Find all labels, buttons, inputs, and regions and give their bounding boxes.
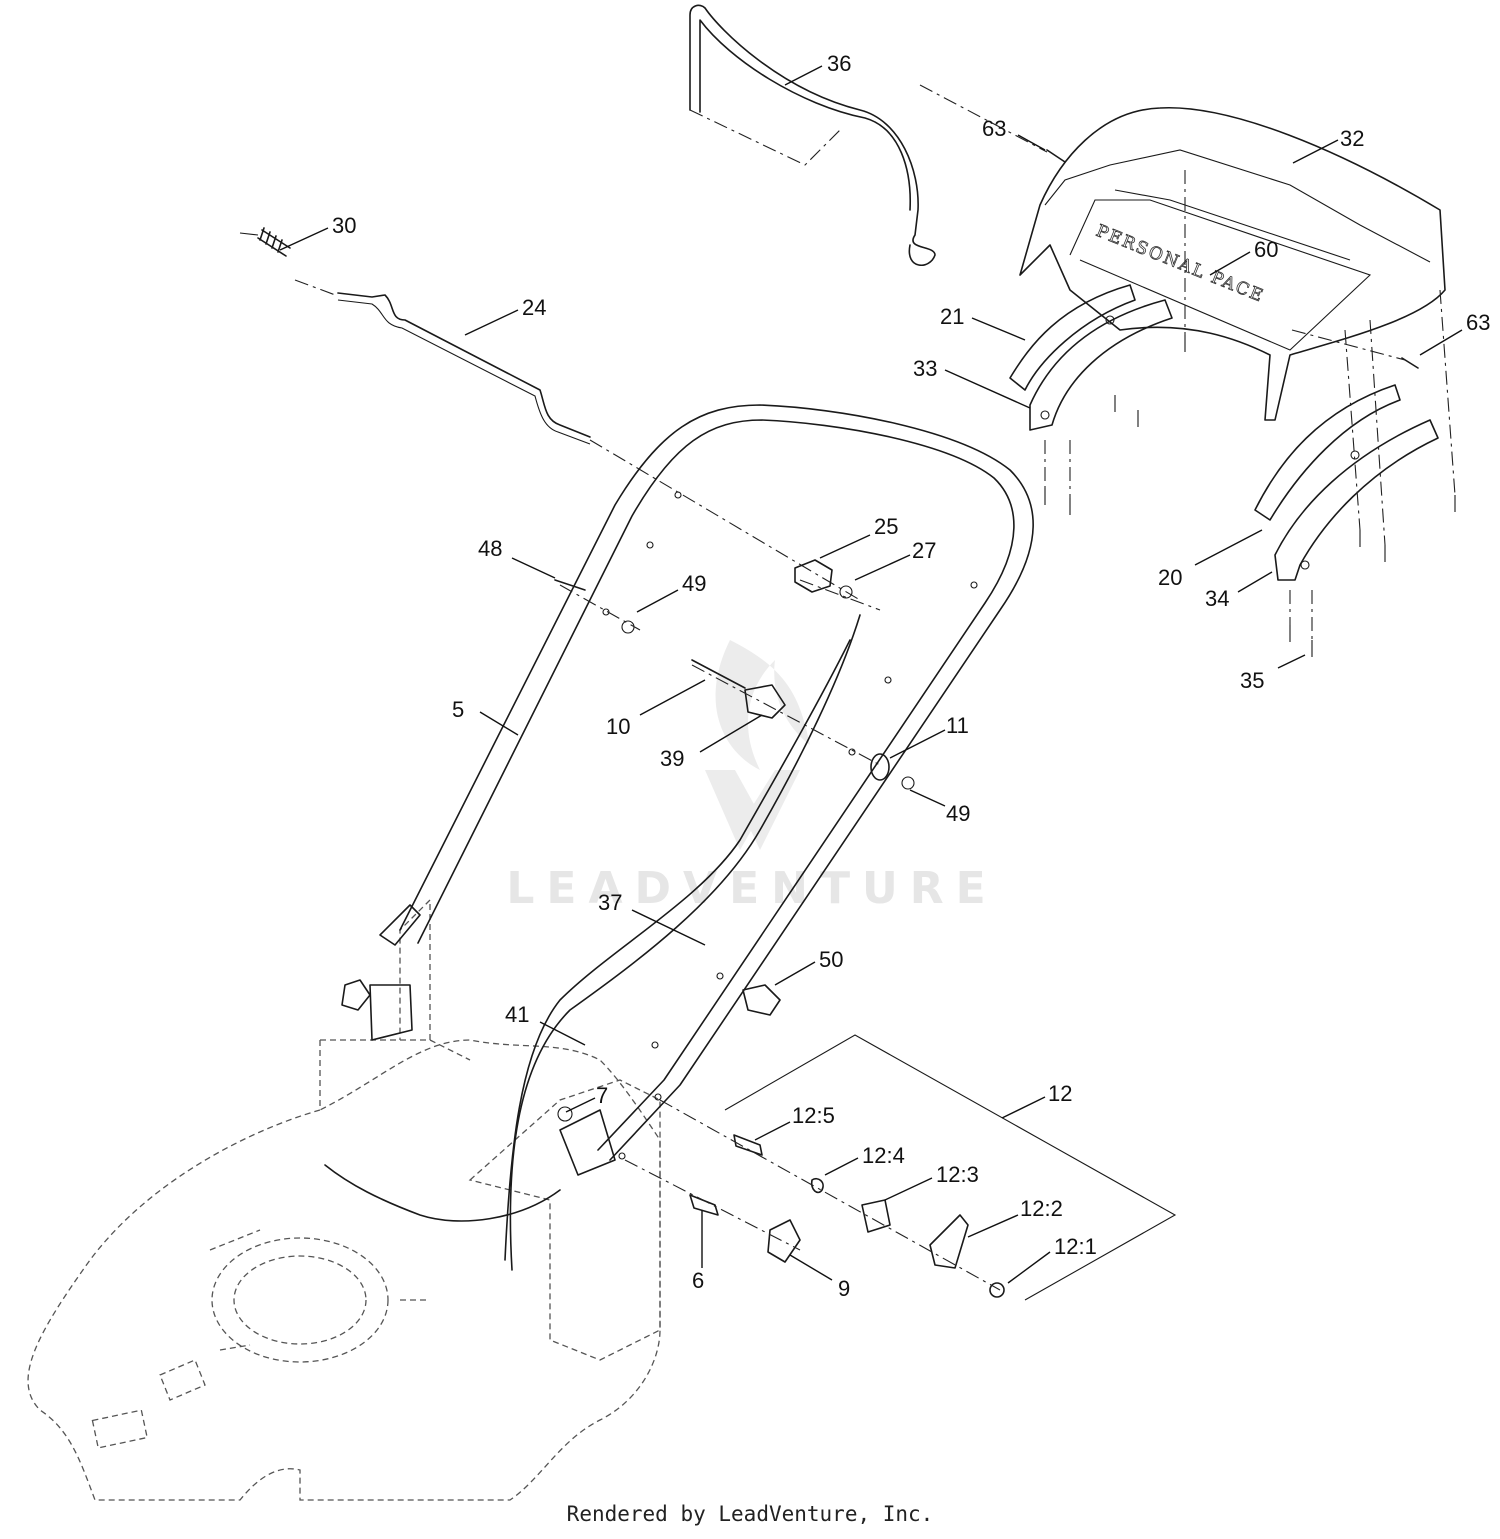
callout-24: 24 [522,295,546,320]
callout-12-2: 12:2 [1020,1196,1063,1221]
callout-49-top: 49 [682,571,706,596]
part-48-pin [554,579,586,591]
hardware-parts [554,559,915,1016]
watermark-text: LEADVENTURE [506,863,997,914]
rod-part-24 [294,279,861,601]
part-9-knob [767,1219,801,1263]
grip-parts-21-33 [1009,284,1173,431]
callout-10: 10 [606,714,630,739]
callout-12-5: 12:5 [792,1103,835,1128]
spring-part-30 [239,227,291,257]
callout-33: 33 [913,356,937,381]
callout-21: 21 [940,304,964,329]
handle-part-5 [399,404,1034,1161]
callout-50: 50 [819,947,843,972]
callout-37: 37 [598,890,622,915]
callout-5: 5 [452,697,464,722]
callout-6: 6 [692,1268,704,1293]
part-10-bolt [691,659,746,689]
leader-lines [279,65,1463,1284]
callout-7: 7 [596,1083,608,1108]
part-11-washer [870,753,890,781]
callout-32: 32 [1340,126,1364,151]
callout-39: 39 [660,746,684,771]
callout-60: 60 [1254,237,1278,262]
part-25-bushing [794,559,833,593]
bail-part-36 [689,4,936,267]
upper-handle-part-32: PERSONAL PACE [1019,106,1446,421]
callout-12-3: 12:3 [936,1162,979,1187]
part-12-1 [989,1282,1005,1298]
part-50-knob [742,984,781,1016]
lever-assembly-part-12 [624,1034,1177,1301]
callout-12: 12 [1048,1081,1072,1106]
mower-deck [27,898,661,1501]
render-credit: Rendered by LeadVenture, Inc. [566,1502,934,1526]
personal-pace-embossing: PERSONAL PACE [1093,221,1267,307]
callout-30: 30 [332,213,356,238]
callout-41: 41 [505,1002,529,1027]
part-6-pin [689,1194,719,1216]
callout-12-4: 12:4 [862,1143,905,1168]
callout-25: 25 [874,514,898,539]
part-12-2 [929,1214,969,1269]
callout-63-right: 63 [1466,310,1490,335]
cables-parts-37-41 [324,614,861,1271]
part-12-3 [861,1199,891,1233]
callout-12-1: 12:1 [1054,1234,1097,1259]
grip-parts-20-34 [1254,384,1439,581]
callout-36: 36 [827,51,851,76]
part-12-4 [810,1177,824,1194]
callout-27: 27 [912,538,936,563]
callout-labels: 36 63 32 30 60 24 21 63 33 25 48 27 49 2… [332,51,1490,1301]
callout-34: 34 [1205,586,1229,611]
callout-20: 20 [1158,565,1182,590]
watermark: LEADVENTURE [506,640,997,914]
callout-63-left: 63 [982,116,1006,141]
callout-49-bottom: 49 [946,801,970,826]
handle-brackets [341,904,616,1176]
callout-9: 9 [838,1276,850,1301]
callout-35: 35 [1240,668,1264,693]
screws-part-35 [1044,170,1456,657]
callout-48: 48 [478,536,502,561]
pins-part-63 [919,84,1419,369]
callout-11: 11 [946,713,969,738]
part-39-block [744,684,786,719]
